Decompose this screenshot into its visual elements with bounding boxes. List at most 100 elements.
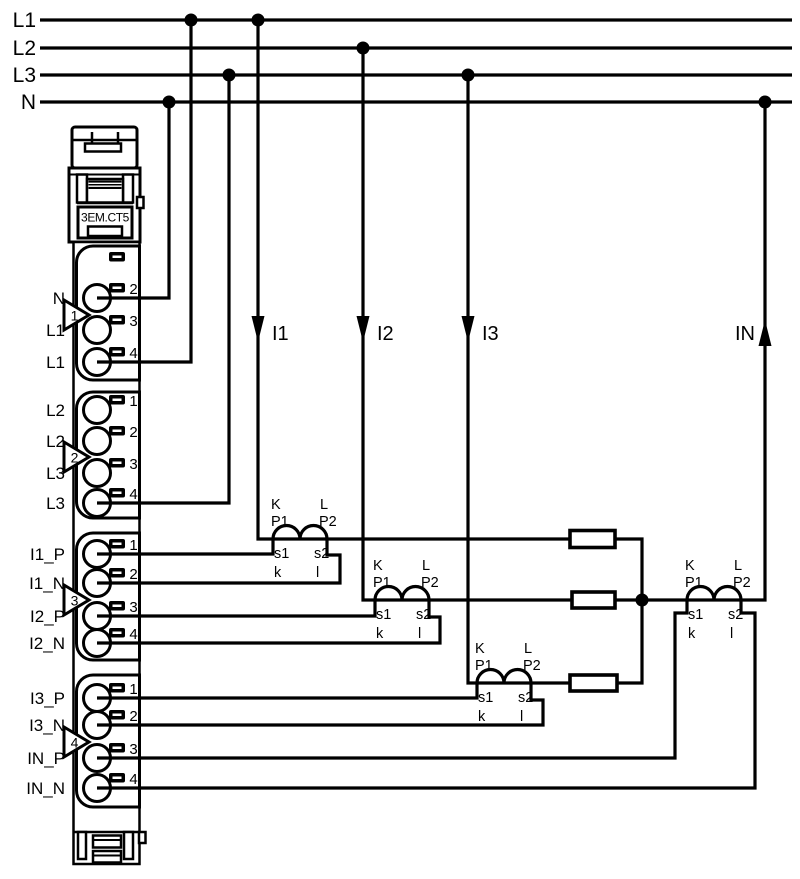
junction-dot bbox=[635, 593, 649, 607]
ct-4-label-s2: s2 bbox=[728, 607, 743, 623]
terminal-label-l3: L3 bbox=[46, 494, 65, 513]
terminal-number-g4-1: 1 bbox=[129, 681, 137, 698]
terminal-number-g2-3: 3 bbox=[129, 456, 137, 473]
ct-1-label-s1: s1 bbox=[274, 546, 289, 562]
terminal-label-i3_p: I3_P bbox=[30, 689, 65, 708]
ct-3-label-l-sec: l bbox=[520, 709, 523, 725]
module-vent-stripes bbox=[88, 180, 122, 189]
ct-3-label-p1: P1 bbox=[475, 658, 493, 674]
bus-label-l3: L3 bbox=[13, 64, 36, 87]
terminal-led-slot bbox=[112, 286, 122, 289]
terminal-number-g3-4: 4 bbox=[129, 626, 137, 643]
ct-3-label-s2: s2 bbox=[518, 690, 533, 706]
terminal-label-i1_n: I1_N bbox=[29, 574, 65, 593]
ct-1-label-p2: P2 bbox=[319, 514, 337, 530]
module-side-lug bbox=[135, 195, 145, 210]
terminal-number-g3-3: 3 bbox=[129, 599, 137, 616]
ct-4-label-s1: s1 bbox=[688, 607, 703, 623]
junction-dot bbox=[184, 13, 198, 27]
load-resistor-3 bbox=[568, 673, 619, 693]
ct-4-label-k-p1: K bbox=[685, 558, 695, 574]
terminal-led-slot bbox=[112, 776, 122, 779]
terminal-label-i3_n: I3_N bbox=[29, 716, 65, 735]
current-arrow-i2-down bbox=[356, 316, 370, 342]
ct-1-label-l-sec: l bbox=[316, 565, 319, 581]
terminal-number-g3-1: 1 bbox=[129, 537, 137, 554]
terminal-led-slot bbox=[112, 571, 122, 574]
terminal-led-slot bbox=[112, 604, 122, 607]
junction-dot bbox=[461, 68, 475, 82]
ct3-secondary-s1-wire bbox=[97, 683, 479, 700]
terminal-led-slot bbox=[112, 461, 122, 464]
terminal-circle bbox=[82, 426, 112, 456]
module-bottom-slot bbox=[91, 849, 123, 864]
bus-label-l2: L2 bbox=[13, 37, 36, 60]
terminal-led-slot bbox=[112, 491, 122, 494]
current-label-i1: I1 bbox=[272, 323, 289, 345]
ct-1-label-p1: P1 bbox=[271, 514, 289, 530]
terminal-label-in_n: IN_N bbox=[26, 779, 65, 798]
ct-2-label-k: k bbox=[376, 626, 384, 642]
junction-dot bbox=[222, 68, 236, 82]
terminal-label-l3: L3 bbox=[46, 464, 65, 483]
module-bottom-slot bbox=[91, 834, 123, 849]
group-flag-2 bbox=[62, 439, 92, 475]
ct1-secondary-s2-wire bbox=[97, 539, 342, 585]
junction-dot bbox=[356, 41, 370, 55]
ct-1-label-s2: s2 bbox=[314, 546, 329, 562]
group-flag-1 bbox=[62, 297, 92, 333]
terminal-number-g4-2: 2 bbox=[129, 708, 137, 725]
terminal-led-slot bbox=[112, 542, 122, 545]
terminal-led-slot bbox=[112, 255, 122, 258]
wire-l3-to-terminal-4 bbox=[97, 75, 231, 505]
ct-2-winding bbox=[373, 584, 431, 601]
module-rail-right bbox=[121, 173, 135, 204]
module-bottom-rail-left bbox=[76, 830, 88, 861]
ct-2-label-s2: s2 bbox=[416, 607, 431, 623]
group-flag-4 bbox=[62, 724, 92, 760]
junction-dot bbox=[251, 13, 265, 27]
terminal-number-g4-4: 4 bbox=[129, 771, 137, 788]
ct-4-label-p1: P1 bbox=[685, 575, 703, 591]
terminal-circle bbox=[82, 458, 112, 488]
terminal-led-slot bbox=[112, 429, 122, 432]
ct-3-label-k-p1: K bbox=[475, 641, 485, 657]
ct-1-label-l-p2: L bbox=[320, 497, 328, 513]
ct-3-label-k: k bbox=[478, 709, 486, 725]
terminal-number-g2-4: 4 bbox=[129, 486, 137, 503]
wire-load1-load3-return bbox=[615, 537, 644, 685]
current-label-in: IN bbox=[735, 323, 755, 345]
ct3-secondary-s2-wire bbox=[97, 683, 545, 727]
ct2-secondary-s2-wire bbox=[97, 600, 442, 645]
terminal-number-g2-1: 1 bbox=[129, 393, 137, 410]
ct-4-label-l-sec: l bbox=[730, 626, 733, 642]
wire-n-ct4-primary bbox=[642, 102, 767, 602]
ct-1-label-k-p1: K bbox=[271, 497, 281, 513]
terminal-label-l1: L1 bbox=[46, 353, 65, 372]
wire-n-to-terminal-2 bbox=[97, 102, 171, 300]
ct4-secondary-s1-wire bbox=[97, 600, 689, 760]
ct-4-label-k: k bbox=[688, 626, 696, 642]
terminal-led-slot bbox=[112, 398, 122, 401]
group-number-3: 3 bbox=[71, 593, 79, 609]
terminal-label-i1_p: I1_P bbox=[30, 545, 65, 564]
ct-4-label-p2: P2 bbox=[733, 575, 751, 591]
module-bottom-lug bbox=[137, 830, 147, 845]
group-flag-3 bbox=[62, 582, 92, 618]
wire-l1-to-terminal-4 bbox=[97, 20, 193, 364]
load-resistor-2 bbox=[570, 590, 617, 610]
module-din-clip-slot bbox=[83, 142, 123, 153]
terminal-circle bbox=[82, 315, 112, 345]
ct4-secondary-s2-wire bbox=[97, 600, 757, 790]
ct-2-label-s1: s1 bbox=[376, 607, 391, 623]
current-arrow-i3-down bbox=[461, 316, 475, 342]
ct-4-winding bbox=[685, 584, 743, 601]
ct-3-winding bbox=[475, 667, 533, 684]
terminal-label-l2: L2 bbox=[46, 432, 65, 451]
terminal-number-g1-2: 2 bbox=[129, 281, 137, 298]
bus-label-n: N bbox=[21, 91, 36, 114]
terminal-pod-1 bbox=[75, 244, 141, 382]
current-arrow-i1-down bbox=[251, 316, 265, 342]
junction-dot bbox=[162, 95, 176, 109]
ct2-secondary-s1-wire bbox=[97, 600, 377, 618]
